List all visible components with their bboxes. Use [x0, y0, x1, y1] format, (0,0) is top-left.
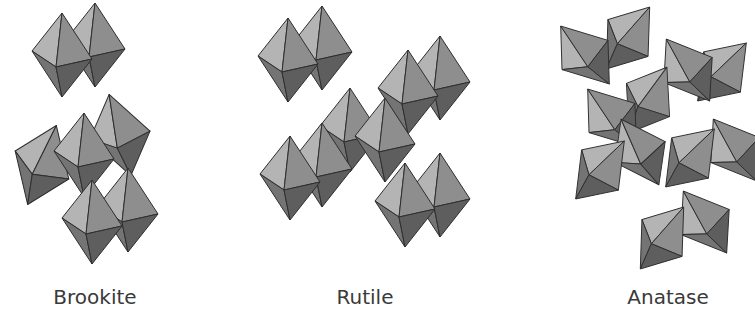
- brookite-octahedra: [0, 3, 160, 264]
- rutile-octahedra: [258, 6, 470, 247]
- anatase-octahedra: [540, 0, 755, 284]
- polymorph-label: Brookite: [53, 285, 136, 309]
- polymorph-label: Anatase: [627, 285, 708, 309]
- polymorph-label: Rutile: [337, 285, 394, 309]
